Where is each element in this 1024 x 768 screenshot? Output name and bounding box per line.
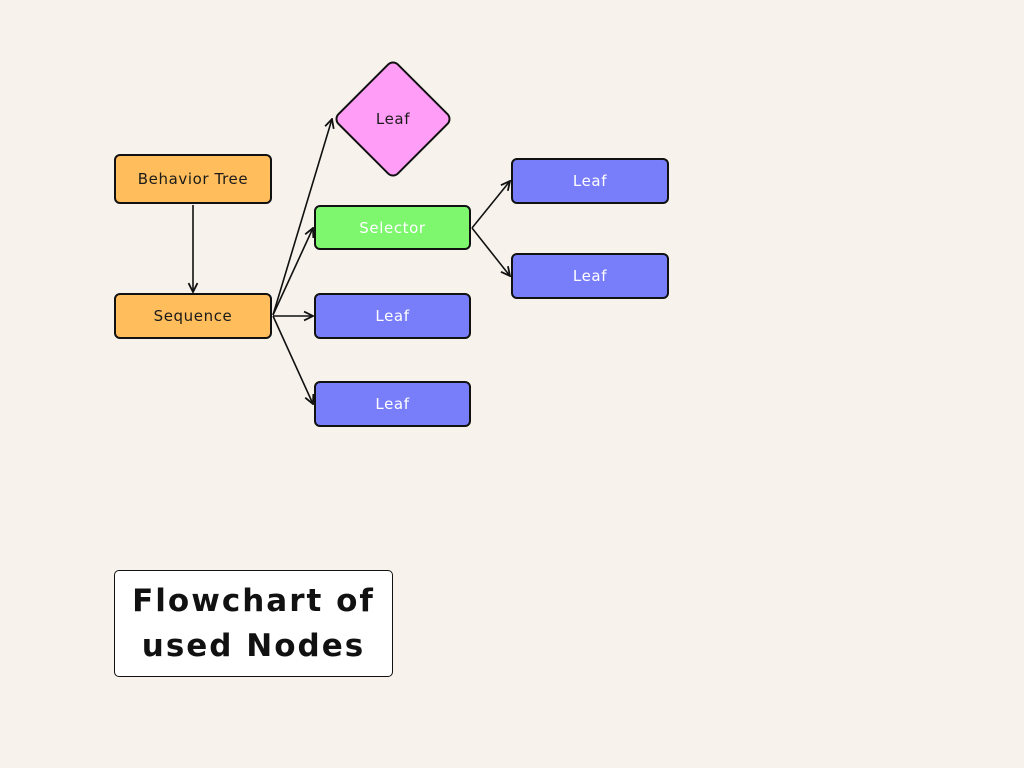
node-behavior-tree[interactable]: Behavior Tree	[114, 154, 272, 204]
node-leaf-right-2-label: Leaf	[572, 267, 608, 285]
edge-sequence-to-selector	[272, 228, 313, 316]
node-selector[interactable]: Selector	[314, 205, 471, 250]
node-leaf-bottom-label: Leaf	[375, 395, 410, 413]
title-box: Flowchart of used Nodes	[114, 570, 393, 677]
node-leaf-mid[interactable]: Leaf	[314, 293, 471, 339]
node-leaf-bottom[interactable]: Leaf	[314, 381, 471, 427]
node-leaf-right-1-label: Leaf	[572, 172, 608, 190]
node-behavior-tree-label: Behavior Tree	[137, 170, 249, 188]
node-leaf-right-1[interactable]: Leaf	[511, 158, 669, 204]
node-sequence[interactable]: Sequence	[114, 293, 272, 339]
node-leaf-mid-label: Leaf	[375, 307, 410, 325]
edge-selector-to-leaf-right-1	[471, 181, 510, 229]
node-leaf-diamond[interactable]: Leaf	[332, 58, 454, 180]
diagram-title: Flowchart of used Nodes	[132, 582, 375, 664]
edge-sequence-to-leaf-bottom	[272, 315, 313, 404]
node-leaf-diamond-label: Leaf	[375, 110, 411, 128]
edge-selector-to-leaf-right-2	[471, 227, 510, 276]
node-leaf-right-2[interactable]: Leaf	[511, 253, 669, 299]
node-sequence-label: Sequence	[153, 307, 233, 325]
node-selector-label: Selector	[359, 218, 426, 237]
